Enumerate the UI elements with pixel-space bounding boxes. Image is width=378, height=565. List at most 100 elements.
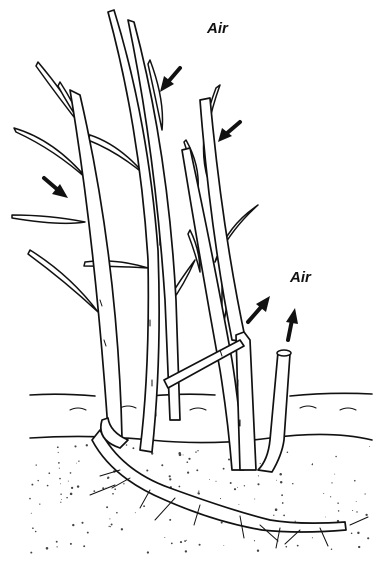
- soil-speck: [257, 483, 259, 485]
- soil-speck: [57, 446, 59, 448]
- air-label-top: Air: [206, 20, 229, 37]
- soil-speck: [331, 549, 332, 550]
- soil-speck: [72, 524, 74, 526]
- soil-speck: [112, 493, 114, 495]
- soil-speck: [358, 546, 360, 548]
- soil-speck: [369, 446, 370, 447]
- outflow-arrows: [248, 296, 298, 340]
- soil-speck: [70, 543, 72, 545]
- soil-speck: [198, 491, 199, 492]
- soil-speck: [58, 462, 60, 464]
- soil-speck: [220, 498, 221, 499]
- soil-speck: [188, 458, 190, 460]
- soil-speck: [56, 546, 57, 547]
- soil-speck: [39, 503, 40, 504]
- soil-speck: [58, 452, 59, 453]
- soil-speck: [338, 510, 340, 512]
- soil-speck: [351, 533, 353, 535]
- soil-speck: [70, 493, 73, 496]
- arrow-outward-icon: [248, 296, 270, 322]
- soil-speck: [161, 464, 163, 466]
- soil-speck: [258, 475, 259, 476]
- soil-speck: [30, 552, 32, 554]
- soil-speck: [60, 483, 61, 484]
- soil-speck: [297, 545, 299, 547]
- soil-speck: [60, 502, 61, 503]
- soil-speck: [106, 506, 108, 508]
- soil-speck: [184, 540, 186, 542]
- soil-speck: [86, 444, 88, 446]
- soil-speck: [60, 493, 61, 494]
- soil-speck: [71, 487, 73, 489]
- soil-speck: [215, 481, 216, 482]
- soil-speck: [36, 464, 37, 465]
- soil-speck: [178, 452, 181, 455]
- soil-speck: [286, 546, 288, 548]
- soil-speck: [87, 532, 89, 534]
- soil-speck: [335, 456, 337, 458]
- soil-speck: [47, 485, 49, 487]
- soil-speck: [312, 464, 313, 465]
- soil-speck: [169, 478, 171, 480]
- soil-speck: [31, 513, 32, 514]
- soil-speck: [209, 479, 210, 480]
- arrow-inward-icon: [160, 68, 180, 92]
- soil-speck: [110, 526, 111, 527]
- soil-speck: [254, 540, 255, 541]
- soil-speck: [334, 474, 335, 475]
- soil-speck: [35, 531, 37, 533]
- soil-speck: [198, 493, 200, 495]
- soil-speck: [352, 510, 353, 511]
- soil-speck: [312, 537, 313, 538]
- soil-speck: [77, 485, 79, 487]
- plant-stems: [70, 10, 291, 472]
- soil-speck: [74, 445, 76, 447]
- soil-speck: [61, 499, 62, 500]
- soil-speck: [66, 497, 68, 499]
- soil-speck: [337, 502, 339, 504]
- soil-speck: [354, 480, 356, 482]
- soil-speck: [83, 545, 85, 547]
- soil-speck: [365, 514, 367, 516]
- soil-speck: [281, 494, 283, 496]
- soil-speck: [228, 458, 230, 460]
- soil-speck: [32, 527, 34, 529]
- soil-speck: [197, 450, 198, 451]
- soil-speck: [109, 526, 110, 527]
- soil-speck: [121, 528, 123, 530]
- soil-speck: [330, 496, 331, 497]
- soil-speck: [185, 550, 187, 552]
- soil-speck: [179, 486, 181, 488]
- soil-speck: [230, 482, 232, 484]
- soil-speck: [37, 480, 38, 481]
- soil-speck: [295, 521, 296, 522]
- soil-speck: [111, 524, 113, 526]
- soil-speck: [114, 488, 116, 490]
- soil-speck: [109, 518, 110, 519]
- arrow-outward-icon: [286, 308, 298, 340]
- soil-speck: [260, 463, 261, 464]
- soil-speck: [273, 515, 274, 516]
- soil-speck: [123, 483, 124, 484]
- soil-speck: [367, 537, 369, 539]
- soil-speck: [357, 532, 359, 534]
- soil-speck: [292, 483, 293, 484]
- soil-speck: [280, 481, 282, 483]
- soil-speck: [221, 522, 223, 524]
- soil-speck: [223, 545, 224, 546]
- soil-speck: [180, 541, 182, 543]
- soil-speck: [48, 472, 50, 474]
- arrow-inward-icon: [44, 178, 68, 198]
- soil-speck: [147, 551, 149, 553]
- soil-speck: [275, 508, 278, 511]
- soil-speck: [59, 468, 60, 469]
- water-surface: [30, 393, 372, 410]
- soil-speck: [282, 502, 284, 504]
- soil-speck: [146, 469, 148, 471]
- soil-speck: [254, 499, 255, 500]
- soil-speck: [244, 485, 245, 486]
- soil-speck: [186, 540, 187, 541]
- rhizome: [90, 430, 368, 548]
- soil-speck: [78, 461, 79, 462]
